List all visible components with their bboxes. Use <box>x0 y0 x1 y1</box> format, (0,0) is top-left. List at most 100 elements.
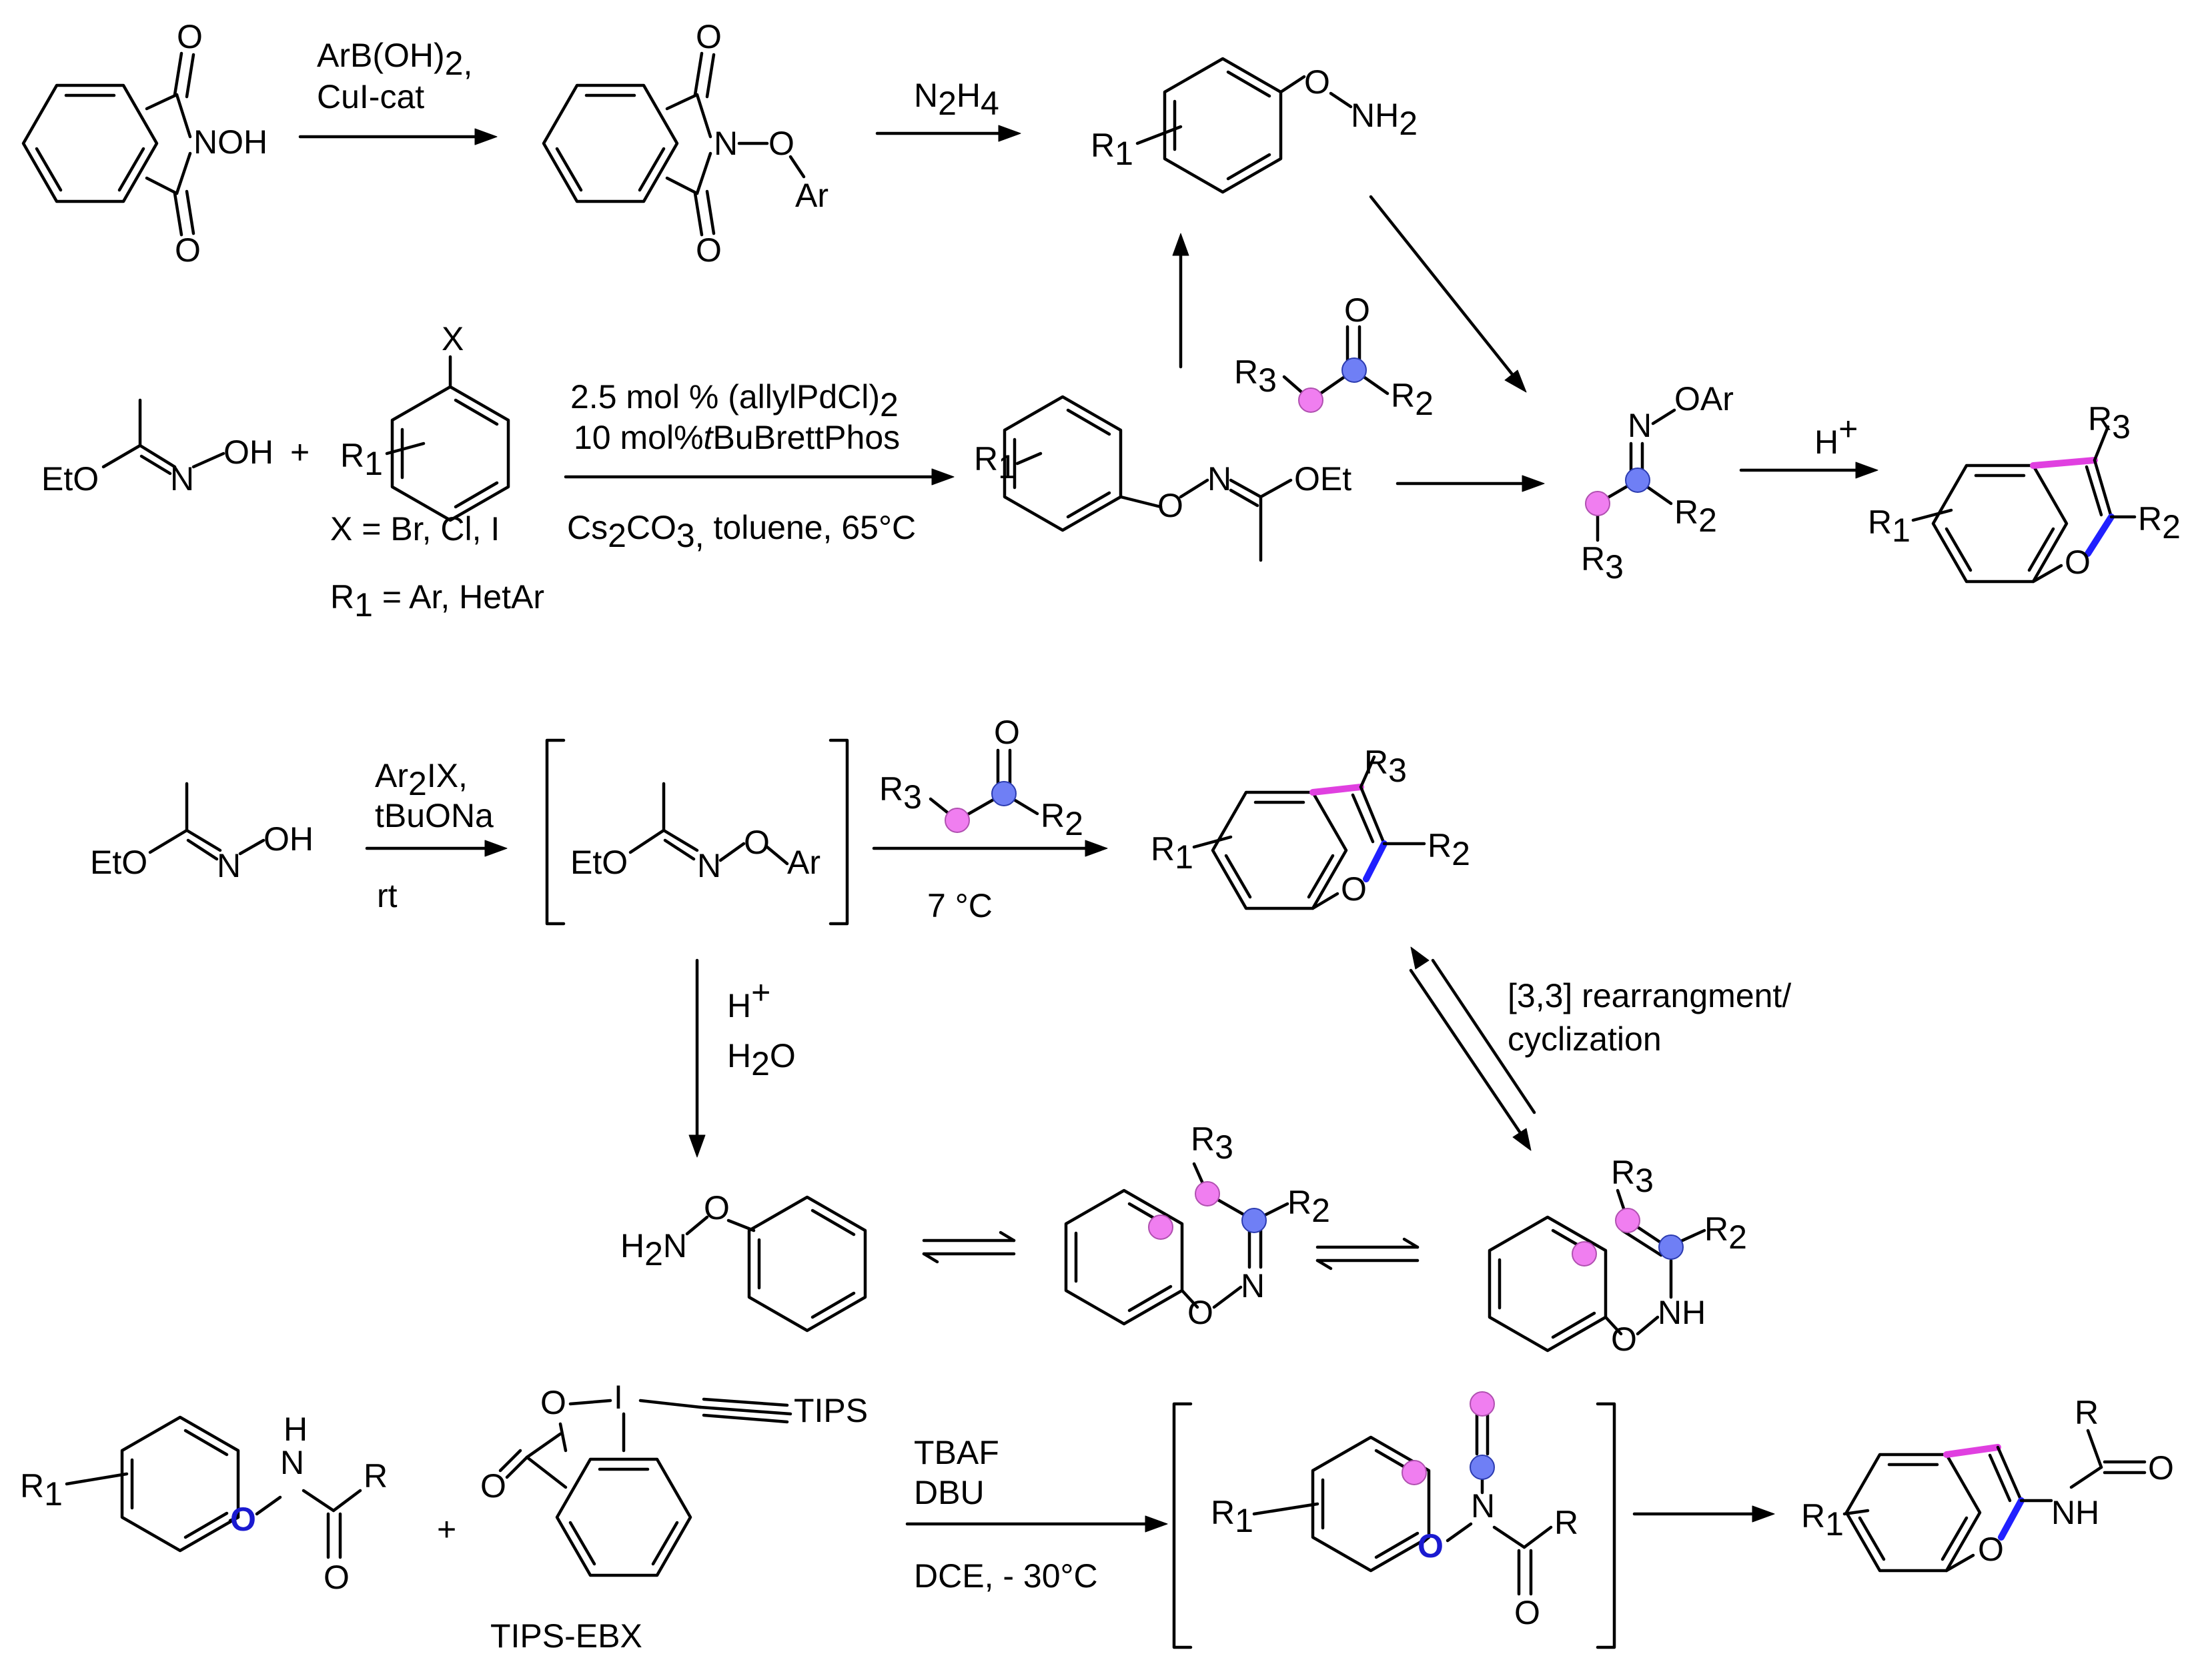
reagent-base-solvent: Cs2CO3, toluene, 65°C <box>567 509 916 554</box>
bracket-intermediate-1: EtO N O Ar <box>545 738 849 926</box>
o-label: O <box>2065 544 2091 581</box>
tips-ebx-label: TIPS-EBX <box>490 1617 642 1655</box>
carbonyl-o-label: O <box>324 1559 350 1596</box>
n-aryloxyphthalimide: O O N O Ar <box>544 18 829 269</box>
equilibrium-1 <box>922 1230 1016 1264</box>
ethyl-acetohydroxamate-2: EtO N OH <box>90 782 314 884</box>
acid-label: H+ <box>727 974 770 1024</box>
x-definition: X = Br, Cl, I <box>330 510 500 548</box>
aryl-halide: X R1 <box>340 320 508 520</box>
reagent-dbu: DBU <box>914 1474 985 1511</box>
o-label-blue: O <box>1418 1527 1444 1565</box>
arrow-6 <box>365 840 508 857</box>
condition-7c: 7 °C <box>927 887 993 924</box>
carbonyl-o-label: O <box>696 18 722 55</box>
o-label: O <box>540 1384 566 1421</box>
o-aryl-oxime: N OAr R2 R3 <box>1581 380 1734 586</box>
plus-sign: + <box>437 1511 456 1548</box>
r-label: R <box>364 1457 388 1495</box>
reagent-tbuona: tBuONa <box>375 797 494 834</box>
eto-label: EtO <box>41 460 99 498</box>
eto-label: EtO <box>90 844 147 881</box>
r2-label: R2 <box>1704 1210 1747 1256</box>
o-label: O <box>744 824 770 861</box>
arrow-up <box>1172 233 1189 369</box>
oh-label: OH <box>263 820 314 858</box>
nh-label: NH <box>2051 1494 2099 1531</box>
r1-label: R1 <box>1091 127 1133 172</box>
benzofuran-mid: O R3 R2 R1 <box>1151 744 1470 910</box>
carbonyl-o-label: O <box>696 231 722 269</box>
reagent-hydrazine: N2H4 <box>914 77 999 122</box>
r3-label: R3 <box>2088 400 2131 446</box>
r1-label: R1 <box>1151 830 1193 876</box>
r2-label: R2 <box>1391 377 1434 422</box>
phenoxyamine: H2N O <box>620 1189 865 1331</box>
o-label: O <box>1157 487 1183 524</box>
o-label: O <box>1611 1321 1637 1358</box>
equilibrium-2 <box>1315 1237 1420 1271</box>
noh-label: NOH <box>193 123 267 161</box>
ethyl-acetohydroxamate: EtO N OH <box>41 398 273 498</box>
r-label: R <box>2075 1394 2099 1431</box>
plus-sign: + <box>290 434 310 471</box>
o-aryl-oxime-ether: R1 O N OEt <box>974 397 1351 562</box>
o-label-blue: O <box>230 1501 256 1538</box>
arrow-1 <box>298 128 498 145</box>
r1-label: R1 <box>1868 504 1910 549</box>
bracket-intermediate-2: R1 O N O R <box>1172 1391 1616 1649</box>
oh-label: OH <box>223 434 273 471</box>
ketone-reagent-top: R3 O R2 <box>1234 291 1434 422</box>
r1-definition: R1 = Ar, HetAr <box>330 578 544 624</box>
r1-label: R1 <box>974 440 1017 486</box>
oet-label: OEt <box>1294 460 1351 498</box>
n-label: N <box>1628 407 1652 444</box>
o-label: O <box>1978 1531 2004 1568</box>
nh2-label: NH2 <box>1351 97 1418 142</box>
x-label: X <box>442 320 464 357</box>
oar-label: OAr <box>1674 380 1734 417</box>
reagent-ar2ix: Ar2IX, <box>375 757 468 802</box>
r2-label: R2 <box>2138 500 2181 546</box>
carbonyl-o-label: O <box>2148 1449 2174 1487</box>
eto-label: EtO <box>570 844 628 881</box>
reagent-cui: CuI-cat <box>317 78 424 115</box>
arrow-9 <box>1632 1505 1775 1523</box>
oxime-ether-intermediate: O N R3 R2 <box>1066 1120 1330 1331</box>
n-label: N <box>1207 460 1231 498</box>
o-label: O <box>704 1189 730 1226</box>
r1-label: R1 <box>340 437 383 482</box>
acid-label: H+ <box>1814 410 1858 461</box>
r1-label: R1 <box>1801 1497 1844 1543</box>
r-label: R <box>1554 1504 1578 1541</box>
arrow-7 <box>872 840 1108 857</box>
n-aryloxy-amide: R1 O N H O R <box>20 1411 388 1596</box>
r1-label: R1 <box>1211 1494 1253 1539</box>
n-label: N <box>170 460 194 498</box>
benzofuran-top: O R3 R2 R1 <box>1868 400 2181 584</box>
arrow-2 <box>875 125 1021 142</box>
reagent-tbaf: TBAF <box>914 1434 999 1471</box>
tips-ebx: I O O TIPS <box>480 1379 868 1575</box>
n-hydroxyphthalimide: O O NOH <box>23 18 267 269</box>
rearrangement-label: [3,3] rearrangment/ <box>1508 977 1791 1014</box>
2-amidobenzofuran: O NH R O R1 <box>1801 1394 2174 1573</box>
arrow-down <box>688 958 706 1158</box>
equilibrium-diagonal <box>1409 946 1536 1151</box>
iodine-label: I <box>614 1379 623 1416</box>
carbonyl-o-label: O <box>1344 291 1370 329</box>
cyclization-label: cyclization <box>1508 1020 1662 1058</box>
arrow-3 <box>564 468 955 486</box>
carbonyl-o-label: O <box>175 231 201 269</box>
n-label: N <box>217 847 241 884</box>
carbonyl-o-label: O <box>480 1467 506 1505</box>
reagent-ligand: 10 mol%tBuBrettPhos <box>574 419 900 456</box>
tips-label: TIPS <box>794 1392 868 1429</box>
n-label: N <box>280 1444 304 1481</box>
o-arylhydroxylamine: O NH2 R1 <box>1091 59 1418 192</box>
ketone-reagent-mid: R3 O R2 <box>879 714 1083 842</box>
arrow-diagonal <box>1369 195 1527 393</box>
n-label: N <box>714 125 738 162</box>
carbonyl-o-label: O <box>994 714 1020 751</box>
